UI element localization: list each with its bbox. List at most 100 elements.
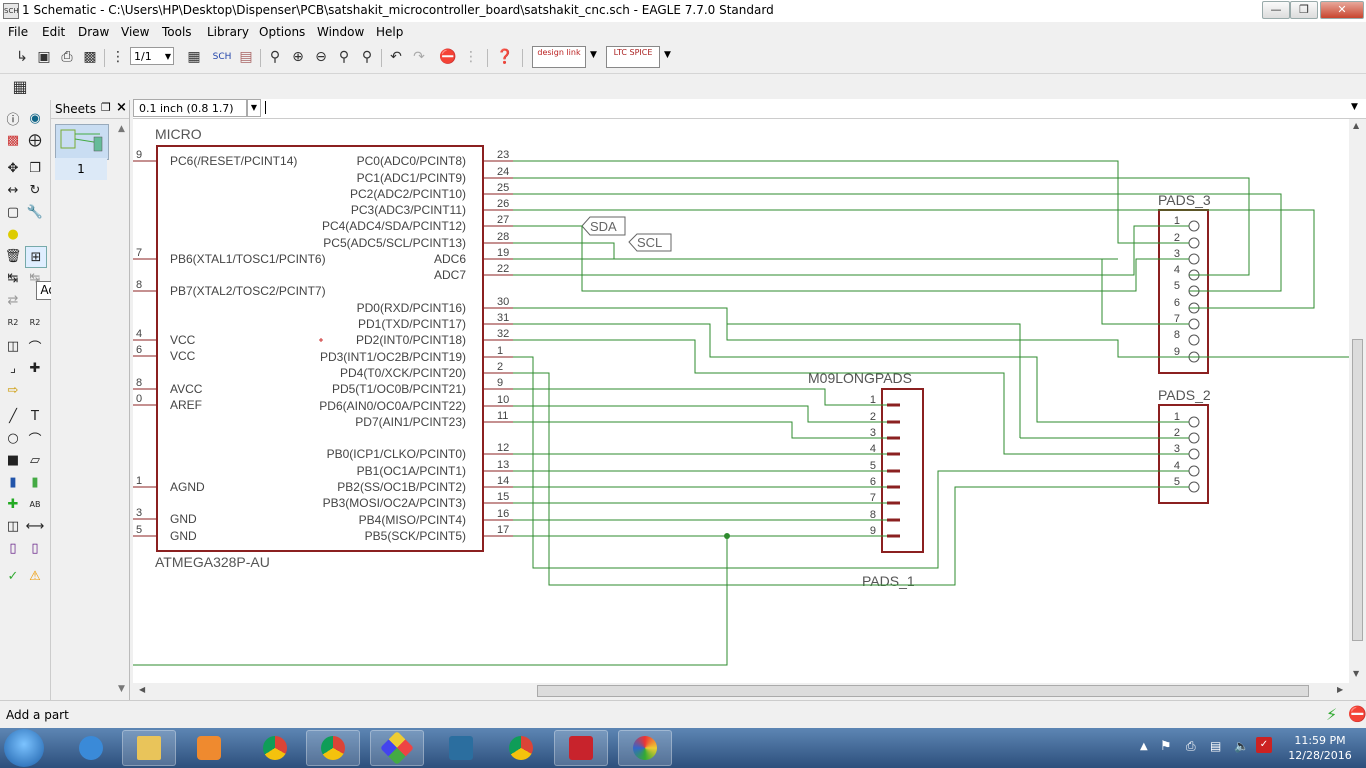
copy-icon[interactable]: ❐ <box>29 160 41 176</box>
close-button[interactable]: ✕ <box>1320 1 1364 19</box>
invoke-icon[interactable]: ⇨ <box>7 382 19 398</box>
zoom-redraw-icon[interactable]: ⚲ <box>338 49 350 65</box>
sheet-select-icon[interactable]: ⋮ <box>111 49 125 65</box>
wire-icon[interactable]: ╱ <box>9 408 17 424</box>
net-icon[interactable]: ▮ <box>31 474 39 490</box>
chevron-down-icon[interactable]: ▼ <box>1351 102 1358 112</box>
sheet-number[interactable]: 1 <box>55 158 107 180</box>
bus-icon[interactable]: ▮ <box>9 474 17 490</box>
text-icon[interactable]: T <box>31 408 39 424</box>
scroll-left-icon[interactable]: ◀ <box>139 685 146 694</box>
modules-icon[interactable]: ▯ <box>31 540 39 556</box>
close-icon[interactable]: × <box>116 100 127 115</box>
undock-icon[interactable]: ❐ <box>101 101 111 114</box>
horizontal-scrollbar[interactable]: ◀ ▶ <box>133 683 1349 699</box>
print-icon[interactable]: ⎙ <box>61 49 73 65</box>
sheet-thumbnail[interactable] <box>55 124 109 160</box>
zoom-out-icon[interactable]: ⊖ <box>315 49 327 65</box>
horizontal-scroll-thumb[interactable] <box>537 685 1309 697</box>
gateswap-icon[interactable]: ↹ <box>29 270 41 286</box>
delete-icon[interactable]: 🗑 <box>4 248 22 264</box>
change-icon[interactable]: 🔧 <box>26 204 44 220</box>
lightning-icon[interactable]: ⚡ <box>1326 705 1338 724</box>
rect-icon[interactable]: ■ <box>6 452 20 468</box>
miter-icon[interactable]: ⌒ <box>28 340 42 356</box>
show-hidden-icons[interactable]: ▲ <box>1140 741 1148 752</box>
zoom-fit-icon[interactable]: ⚲ <box>269 49 281 65</box>
erc-icon[interactable]: ✓ <box>7 568 19 584</box>
zoom-in-icon[interactable]: ⊕ <box>292 49 304 65</box>
value-icon[interactable]: R2 <box>29 317 41 327</box>
stop-icon[interactable]: ⛔ <box>1348 705 1366 723</box>
ltc-spice-button[interactable]: LTC SPICE <box>606 46 660 68</box>
pinswap-icon[interactable]: ↹ <box>7 270 19 286</box>
menu-edit[interactable]: Edit <box>42 25 66 39</box>
menu-options[interactable]: Options <box>259 25 306 39</box>
info-icon[interactable]: ⓘ <box>6 112 20 128</box>
chevron-down-icon[interactable]: ▼ <box>590 50 597 60</box>
move-icon[interactable]: ✥ <box>7 160 19 176</box>
chevron-down-icon[interactable]: ▼ <box>664 50 671 60</box>
vertical-scroll-thumb[interactable] <box>1352 339 1363 641</box>
clock[interactable]: 11:59 PM 12/28/2016 <box>1275 733 1365 763</box>
vertical-scrollbar[interactable]: ▲ ▼ <box>1349 119 1366 683</box>
rotate-icon[interactable]: ↻ <box>29 182 41 198</box>
zoom-select-icon[interactable]: ⚲ <box>361 49 373 65</box>
menu-file[interactable]: File <box>8 25 29 39</box>
brd-icon[interactable]: ▤ <box>239 49 253 65</box>
volume-icon[interactable]: 🔈 <box>1234 739 1249 753</box>
command-input[interactable] <box>263 99 1351 117</box>
scroll-down-icon[interactable]: ▼ <box>1353 669 1360 678</box>
chrome-taskbar-button-3[interactable] <box>494 730 548 766</box>
zoom-select[interactable]: 1/1 ▼ <box>130 47 174 65</box>
label-icon[interactable]: AB <box>29 499 41 509</box>
chrome-taskbar-button[interactable] <box>248 730 302 766</box>
explorer-taskbar-button[interactable] <box>122 730 176 766</box>
sch-icon[interactable]: SCH <box>212 52 232 62</box>
chevron-down-icon[interactable]: ▼ <box>247 99 261 117</box>
scroll-down-icon[interactable]: ▼ <box>118 684 125 694</box>
menu-tools[interactable]: Tools <box>162 25 192 39</box>
flag-icon[interactable]: ⚑ <box>1160 739 1172 754</box>
go-icon[interactable]: ⋮ <box>464 49 478 65</box>
scroll-up-icon[interactable]: ▲ <box>1353 121 1360 130</box>
smash-icon[interactable]: ◫ <box>6 338 20 354</box>
app-taskbar-button[interactable] <box>370 730 424 766</box>
menu-help[interactable]: Help <box>376 25 404 39</box>
menu-window[interactable]: Window <box>317 25 365 39</box>
split-icon[interactable]: ⌟ <box>9 360 17 376</box>
save-icon[interactable]: ▣ <box>37 49 51 65</box>
paste-icon[interactable]: ● <box>7 226 19 242</box>
scroll-right-icon[interactable]: ▶ <box>1337 685 1344 694</box>
start-button[interactable] <box>4 729 44 767</box>
menu-view[interactable]: View <box>121 25 150 39</box>
polygon-icon[interactable]: ▱ <box>30 452 40 468</box>
open-icon[interactable]: ↳ <box>16 49 28 65</box>
redo-icon[interactable]: ↷ <box>413 49 425 65</box>
mirror-icon[interactable]: ↔ <box>7 182 19 198</box>
eagle-app-icon[interactable]: SCH <box>3 3 19 19</box>
help-icon[interactable]: ❓ <box>496 49 514 65</box>
frame-icon[interactable]: ▯ <box>9 540 17 556</box>
undo-icon[interactable]: ↶ <box>390 49 402 65</box>
network-icon[interactable]: ▤ <box>1210 739 1222 753</box>
ie-taskbar-button[interactable] <box>64 730 118 766</box>
replace-icon[interactable]: ⇄ <box>7 292 19 308</box>
paint-taskbar-button[interactable] <box>618 730 672 766</box>
device-icon[interactable]: ⎙ <box>1186 739 1196 753</box>
attribute-icon[interactable]: ◫ <box>6 518 20 534</box>
group-icon[interactable]: ▢ <box>6 204 20 220</box>
acrobat-icon[interactable]: ✓ <box>1256 737 1272 753</box>
media-taskbar-button[interactable] <box>182 730 236 766</box>
scroll-up-icon[interactable]: ▲ <box>118 124 125 134</box>
board-switch-icon[interactable]: ▦ <box>187 49 201 65</box>
plus-icon[interactable]: ✚ <box>29 360 41 376</box>
stop-icon[interactable]: ⛔ <box>439 49 457 65</box>
menu-library[interactable]: Library <box>207 25 249 39</box>
circle-icon[interactable]: ○ <box>7 430 19 446</box>
dimension-icon[interactable]: ⟷ <box>25 518 45 534</box>
menu-draw[interactable]: Draw <box>78 25 110 39</box>
name-icon[interactable]: R2 <box>7 317 19 327</box>
